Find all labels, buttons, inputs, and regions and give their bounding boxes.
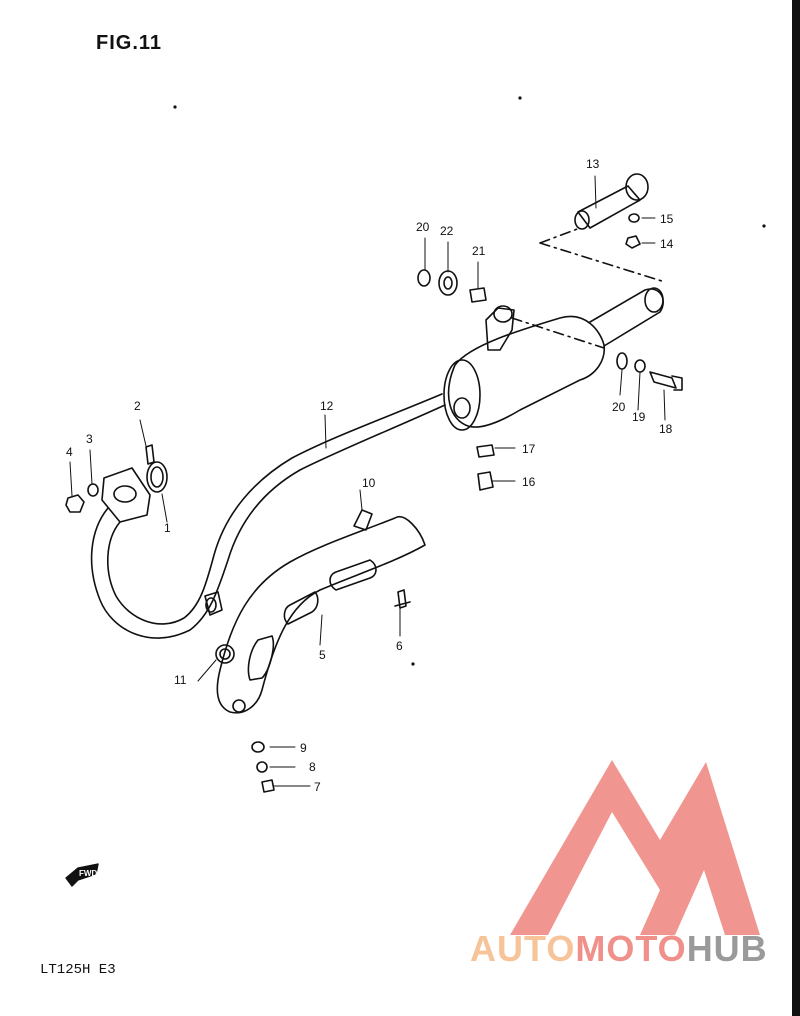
screw-7	[261, 779, 275, 793]
watermark-logo-mark	[510, 760, 760, 935]
washer-8	[256, 761, 268, 773]
washer-20-right	[616, 352, 628, 370]
callout-22: 22	[440, 224, 454, 238]
callout-3: 3	[86, 432, 93, 446]
clamp-10	[353, 509, 373, 531]
muffler-tailpipe	[589, 288, 664, 347]
nut-4	[65, 494, 85, 513]
washer-9	[251, 741, 265, 753]
callout-10: 10	[362, 476, 376, 490]
callout-17: 17	[522, 442, 536, 456]
heat-shield	[216, 516, 426, 714]
scan-edge	[792, 0, 800, 1016]
callout-19: 19	[632, 410, 646, 424]
callout-20-right: 20	[612, 400, 626, 414]
muffler-body	[447, 315, 605, 428]
callout-4: 4	[66, 445, 73, 459]
callout-8: 8	[309, 760, 316, 774]
muffler-mount-bracket	[485, 307, 515, 351]
ring-11	[215, 644, 235, 664]
callout-14: 14	[660, 237, 674, 251]
callout-5: 5	[319, 648, 326, 662]
callout-18: 18	[659, 422, 673, 436]
bolt-14	[625, 235, 641, 249]
pipe-flange	[101, 467, 151, 523]
watermark-text: AUTOMOTOHUB	[470, 928, 768, 970]
bolt-16	[477, 471, 494, 491]
figure-title: FIG.11	[96, 32, 163, 54]
watermark-moto: MOTO	[575, 928, 687, 969]
nut-17	[476, 444, 495, 458]
exhaust-pipe	[90, 393, 446, 639]
callout-2: 2	[134, 399, 141, 413]
fwd-arrow-shape	[65, 863, 99, 887]
model-code: LT125H E3	[40, 962, 116, 978]
stud-bolt	[145, 444, 155, 465]
collar-21	[469, 287, 487, 303]
callout-1: 1	[164, 521, 171, 535]
callout-12: 12	[320, 399, 334, 413]
callout-16: 16	[522, 475, 536, 489]
watermark-auto: AUTO	[470, 928, 576, 969]
washer-19	[634, 359, 646, 373]
muffler-inlet-cap	[443, 359, 481, 431]
callout-20-left: 20	[416, 220, 430, 234]
washer-15	[628, 213, 640, 223]
assembly-line	[511, 227, 666, 349]
fwd-label: FWD	[79, 869, 97, 878]
leader-lines	[69, 175, 666, 787]
washer-3	[87, 483, 99, 497]
bolt-18	[649, 371, 683, 391]
washer-20-left	[417, 269, 431, 287]
callout-7: 7	[314, 780, 321, 794]
callout-15: 15	[660, 212, 674, 226]
callout-21: 21	[472, 244, 486, 258]
screw-6	[394, 589, 411, 609]
callout-6: 6	[396, 639, 403, 653]
grommet-22	[438, 270, 458, 296]
callout-13: 13	[586, 157, 600, 171]
gasket	[146, 461, 168, 493]
watermark-hub: HUB	[686, 928, 768, 969]
callout-9: 9	[300, 741, 307, 755]
callout-11: 11	[174, 673, 187, 687]
